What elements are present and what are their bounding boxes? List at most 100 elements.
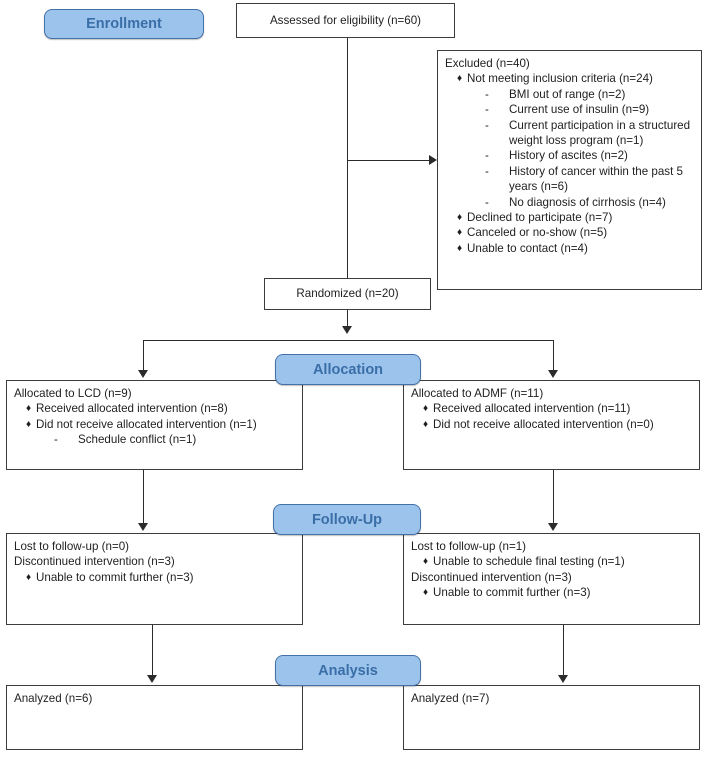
- arrowhead-allocation-right-icon: [548, 370, 558, 378]
- node-excluded-heading: Excluded (n=40): [445, 57, 530, 70]
- arrowhead-allocation-left-icon: [138, 370, 148, 378]
- arrowhead-analysis-right-icon: [558, 675, 568, 683]
- bullet-icon: ♦: [423, 403, 429, 415]
- list-item-text: Received allocated intervention (n=8): [36, 402, 228, 416]
- list-item-text: Current use of insulin (n=9): [509, 103, 650, 117]
- dash-icon: -: [485, 118, 489, 132]
- bullet-icon: ♦: [26, 418, 32, 430]
- bullet-icon: ♦: [457, 242, 463, 254]
- bullet-icon: ♦: [423, 418, 429, 430]
- list-item-text: Declined to participate (n=7): [467, 211, 613, 225]
- node-analysis-left-text: Analyzed (n=6): [14, 692, 93, 705]
- node-allocation-right-heading: Allocated to ADMF (n=11): [411, 387, 544, 400]
- node-followup-right-lost-heading: Lost to follow-up (n=1): [411, 540, 527, 553]
- list-item: - History of ascites (n=2): [485, 148, 694, 163]
- list-item-text: Unable to contact (n=4): [467, 241, 588, 255]
- bullet-icon: ♦: [423, 587, 429, 599]
- bullet-icon: ♦: [457, 73, 463, 85]
- node-randomized-text: Randomized (n=20): [296, 287, 399, 301]
- stage-label-enrollment-text: Enrollment: [86, 16, 162, 32]
- connector-assessed-to-excluded: [347, 160, 429, 161]
- connector-followup-left-to-analysis: [152, 625, 153, 677]
- list-item-text: BMI out of range (n=2): [509, 87, 626, 101]
- list-item-text: Not meeting inclusion criteria (n=24): [467, 72, 653, 86]
- list-item: ♦ Not meeting inclusion criteria (n=24) …: [457, 71, 694, 210]
- bullet-icon: ♦: [423, 556, 429, 568]
- node-followup-left-lost-heading: Lost to follow-up (n=0): [14, 540, 130, 553]
- node-allocation-right: Allocated to ADMF (n=11) ♦ Received allo…: [403, 380, 700, 470]
- node-excluded: Excluded (n=40) ♦ Not meeting inclusion …: [437, 50, 702, 290]
- list-item: ♦ Did not receive allocated intervention…: [26, 417, 295, 448]
- list-item-text: No diagnosis of cirrhosis (n=4): [509, 195, 666, 209]
- list-item-text: Did not receive allocated intervention (…: [36, 417, 257, 431]
- node-allocation-left-sublist: - Schedule conflict (n=1): [36, 432, 295, 447]
- list-item-text: History of cancer within the past 5 year…: [509, 164, 683, 194]
- dash-icon: -: [485, 103, 489, 117]
- list-item: ♦ Canceled or no-show (n=5): [457, 225, 694, 240]
- connector-allocation-right-drop: [553, 340, 554, 372]
- dash-icon: -: [485, 149, 489, 163]
- list-item-text: Schedule conflict (n=1): [78, 433, 197, 447]
- node-assessed-for-eligibility: Assessed for eligibility (n=60): [236, 3, 455, 38]
- list-item-text: Unable to commit further (n=3): [36, 570, 194, 584]
- node-analysis-right: Analyzed (n=7): [403, 685, 700, 750]
- list-item: - BMI out of range (n=2): [485, 87, 694, 102]
- list-item: ♦ Declined to participate (n=7): [457, 210, 694, 225]
- bullet-icon: ♦: [26, 403, 32, 415]
- stage-label-allocation-text: Allocation: [312, 361, 384, 378]
- list-item: - Schedule conflict (n=1): [54, 432, 295, 447]
- dash-icon: -: [485, 164, 489, 178]
- bullet-icon: ♦: [457, 212, 463, 224]
- dash-icon: -: [485, 87, 489, 101]
- list-item: ♦ Unable to schedule final testing (n=1): [423, 554, 692, 569]
- node-excluded-list: ♦ Not meeting inclusion criteria (n=24) …: [445, 71, 694, 256]
- stage-label-enrollment: Enrollment: [44, 9, 204, 39]
- node-followup-right-discontinued-heading: Discontinued intervention (n=3): [411, 570, 572, 584]
- list-item: - No diagnosis of cirrhosis (n=4): [485, 195, 694, 210]
- list-item: ♦ Unable to commit further (n=3): [423, 585, 692, 600]
- connector-allocation-left-to-followup: [143, 470, 144, 525]
- bullet-icon: ♦: [26, 571, 32, 583]
- node-followup-right-lost-list: ♦ Unable to schedule final testing (n=1): [411, 554, 692, 569]
- list-item: ♦ Did not receive allocated intervention…: [423, 417, 692, 432]
- connector-allocation-right-to-followup: [553, 470, 554, 525]
- stage-label-allocation: Allocation: [275, 354, 421, 385]
- node-excluded-sublist: - BMI out of range (n=2) - Current use o…: [467, 87, 694, 210]
- list-item: ♦ Received allocated intervention (n=8): [26, 401, 295, 416]
- connector-allocation-split-bar: [143, 340, 553, 341]
- list-item-text: Did not receive allocated intervention (…: [433, 417, 654, 431]
- node-followup-left-discontinued-heading: Discontinued intervention (n=3): [14, 555, 175, 569]
- dash-icon: -: [485, 195, 489, 209]
- arrowhead-followup-right-icon: [548, 523, 558, 531]
- arrowhead-randomized-icon: [342, 326, 352, 334]
- list-item-text: Canceled or no-show (n=5): [467, 226, 608, 240]
- node-allocation-right-list: ♦ Received allocated intervention (n=11)…: [411, 401, 692, 432]
- list-item-text: Received allocated intervention (n=11): [433, 402, 631, 416]
- node-followup-left-list: ♦ Unable to commit further (n=3): [14, 570, 295, 585]
- stage-label-followup-text: Follow-Up: [311, 511, 383, 528]
- node-allocation-left: Allocated to LCD (n=9) ♦ Received alloca…: [6, 380, 303, 470]
- stage-label-followup: Follow-Up: [273, 504, 421, 535]
- connector-assessed-to-randomized: [347, 38, 348, 278]
- list-item-text: Current participation in a structured we…: [509, 118, 691, 148]
- node-followup-right: Lost to follow-up (n=1) ♦ Unable to sche…: [403, 533, 700, 625]
- node-assessed-text: Assessed for eligibility (n=60): [269, 13, 422, 27]
- node-analysis-left: Analyzed (n=6): [6, 685, 303, 750]
- bullet-icon: ♦: [457, 227, 463, 239]
- list-item: - History of cancer within the past 5 ye…: [485, 164, 694, 195]
- list-item: - Current use of insulin (n=9): [485, 102, 694, 117]
- arrowhead-analysis-left-icon: [147, 675, 157, 683]
- list-item-text: Unable to commit further (n=3): [433, 586, 591, 600]
- list-item-text: History of ascites (n=2): [509, 149, 628, 163]
- node-randomized: Randomized (n=20): [264, 278, 431, 310]
- connector-allocation-left-drop: [143, 340, 144, 372]
- dash-icon: -: [54, 433, 58, 447]
- arrowhead-to-excluded-icon: [429, 155, 437, 165]
- stage-label-analysis: Analysis: [275, 655, 421, 686]
- connector-randomized-down: [347, 310, 348, 328]
- node-allocation-left-heading: Allocated to LCD (n=9): [14, 387, 132, 400]
- list-item: - Current participation in a structured …: [485, 118, 694, 149]
- connector-followup-right-to-analysis: [563, 625, 564, 677]
- list-item: ♦ Unable to contact (n=4): [457, 241, 694, 256]
